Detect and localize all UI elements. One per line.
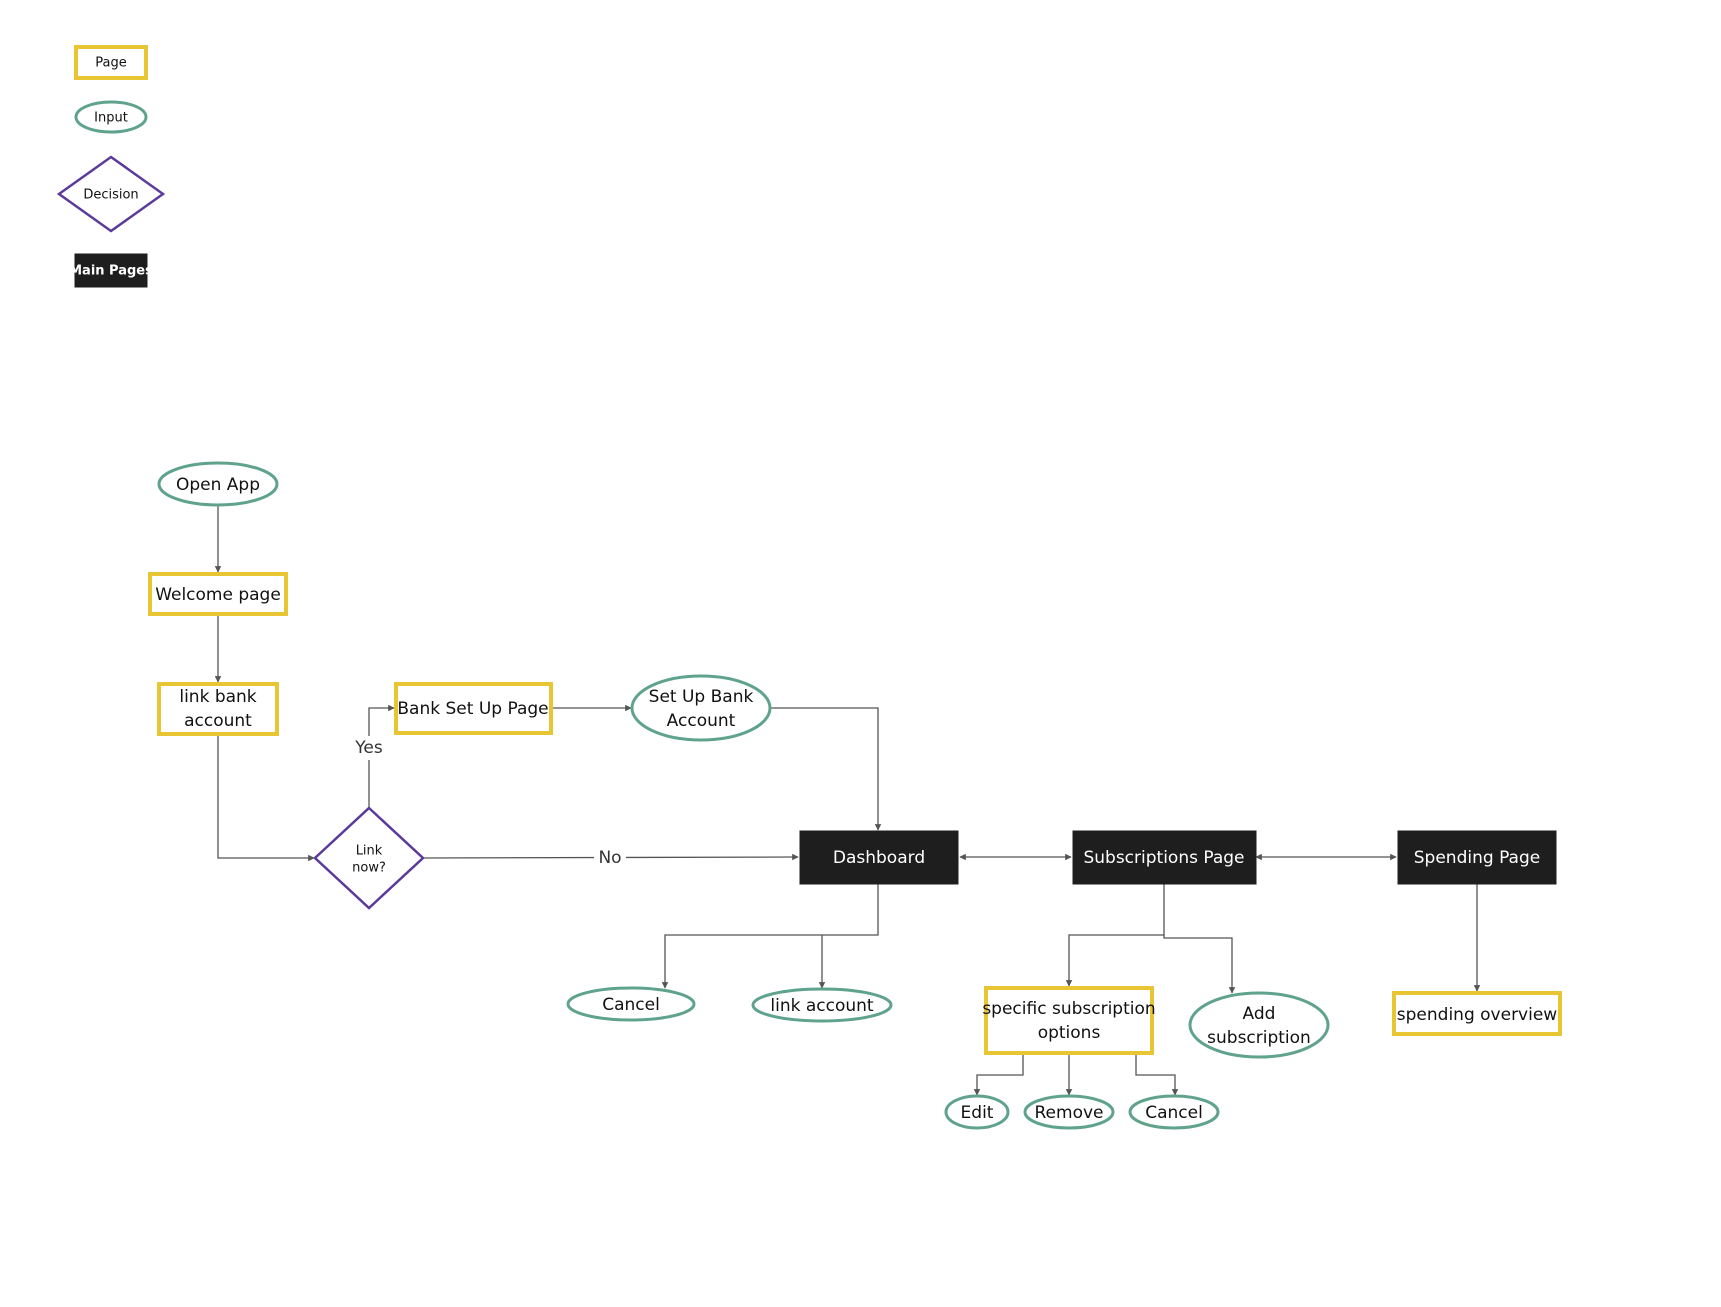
link-now-shape <box>313 806 425 910</box>
node-add-subscription[interactable]: Add subscription <box>1188 991 1330 1059</box>
edge-dashboard-to-cancel <box>661 884 879 989</box>
node-open-app[interactable]: Open App <box>157 461 279 507</box>
edge-label-no: No <box>598 848 621 868</box>
edge-options-to-cancel <box>1135 1053 1179 1096</box>
setup-bank-account-label-line1: Set Up Bank <box>649 687 754 707</box>
legend-main-pages-shape <box>74 253 148 288</box>
specific-subscription-options-label-line1: specific subscription <box>982 999 1155 1019</box>
setup-bank-account-shape <box>630 674 772 742</box>
subscriptions-page-shape <box>1072 830 1257 885</box>
specific-subscription-options-shape <box>984 986 1154 1055</box>
spending-page-label: Spending Page <box>1414 848 1540 868</box>
edge-label-yes: Yes <box>354 738 383 758</box>
edge-link-bank-to-decision <box>217 734 315 862</box>
edge-options-to-edit <box>973 1053 1024 1096</box>
link-bank-account-label-line2: account <box>184 711 252 731</box>
edge-subscriptions-to-options <box>1065 884 1165 987</box>
legend-page: Page <box>74 45 148 80</box>
edge-setup-account-to-dashboard <box>771 707 882 831</box>
welcome-page-shape <box>148 572 288 616</box>
edges <box>214 505 1481 1096</box>
node-subscriptions-page[interactable]: Subscriptions Page <box>1072 830 1257 885</box>
add-subscription-label-line1: Add <box>1243 1004 1276 1024</box>
node-cancel-options[interactable]: Cancel <box>1128 1094 1220 1130</box>
legend-input-shape <box>74 100 148 134</box>
node-remove[interactable]: Remove <box>1023 1094 1115 1130</box>
add-subscription-shape <box>1188 991 1330 1059</box>
remove-label: Remove <box>1035 1103 1104 1123</box>
edit-label: Edit <box>961 1103 994 1123</box>
spending-page-shape <box>1397 830 1557 885</box>
legend-input: Input <box>74 100 148 134</box>
legend-main-pages: Main Pages <box>69 253 153 288</box>
dashboard-label: Dashboard <box>833 848 925 868</box>
node-spending-page[interactable]: Spending Page <box>1397 830 1557 885</box>
subscriptions-page-label: Subscriptions Page <box>1083 848 1244 868</box>
dashboard-shape <box>799 830 959 885</box>
node-setup-bank-account[interactable]: Set Up Bank Account <box>630 674 772 742</box>
node-specific-subscription-options[interactable]: specific subscription options <box>982 986 1156 1055</box>
open-app-label: Open App <box>176 475 260 495</box>
legend-main-pages-label: Main Pages <box>69 264 153 279</box>
edit-shape <box>944 1094 1010 1130</box>
node-welcome-page[interactable]: Welcome page <box>148 572 288 616</box>
open-app-shape <box>157 461 279 507</box>
remove-shape <box>1023 1094 1115 1130</box>
add-subscription-label-line2: subscription <box>1207 1028 1311 1048</box>
setup-bank-account-label-line2: Account <box>667 711 736 731</box>
link-bank-account-label-line1: link bank <box>179 687 256 707</box>
cancel-dashboard-shape <box>566 986 696 1022</box>
legend-input-label: Input <box>94 111 128 126</box>
legend-decision-shape <box>56 155 166 233</box>
node-dashboard[interactable]: Dashboard <box>799 830 959 885</box>
link-now-label-line1: Link <box>356 844 383 859</box>
link-account-label: link account <box>770 996 874 1016</box>
legend: Page Input Decision Main Pages <box>56 45 166 288</box>
node-link-bank-account[interactable]: link bank account <box>157 682 279 736</box>
link-bank-account-shape <box>157 682 279 736</box>
cancel-dashboard-label: Cancel <box>602 995 660 1015</box>
legend-decision-label: Decision <box>83 188 138 203</box>
legend-page-label: Page <box>95 56 126 71</box>
node-link-now-decision[interactable]: Link now? <box>313 806 425 910</box>
legend-decision: Decision <box>56 155 166 233</box>
cancel-options-shape <box>1128 1094 1220 1130</box>
node-bank-setup-page[interactable]: Bank Set Up Page <box>394 682 553 735</box>
link-now-label-line2: now? <box>352 861 386 876</box>
edge-subscriptions-to-add <box>1163 935 1236 994</box>
legend-page-shape <box>74 45 148 80</box>
specific-subscription-options-label-line2: options <box>1038 1023 1101 1043</box>
link-account-shape <box>751 987 893 1023</box>
edge-labels: Yes No <box>352 736 626 870</box>
node-link-account[interactable]: link account <box>751 987 893 1023</box>
welcome-page-label: Welcome page <box>155 585 281 605</box>
cancel-options-label: Cancel <box>1145 1103 1203 1123</box>
bank-setup-page-shape <box>394 682 553 735</box>
spending-overview-label: spending overview <box>1397 1005 1558 1025</box>
bank-setup-page-label: Bank Set Up Page <box>397 699 548 719</box>
node-cancel-dashboard[interactable]: Cancel <box>566 986 696 1022</box>
node-spending-overview[interactable]: spending overview <box>1392 991 1562 1036</box>
node-edit[interactable]: Edit <box>944 1094 1010 1130</box>
spending-overview-shape <box>1392 991 1562 1036</box>
edge-decision-yes-to-bank-setup <box>368 704 395 808</box>
